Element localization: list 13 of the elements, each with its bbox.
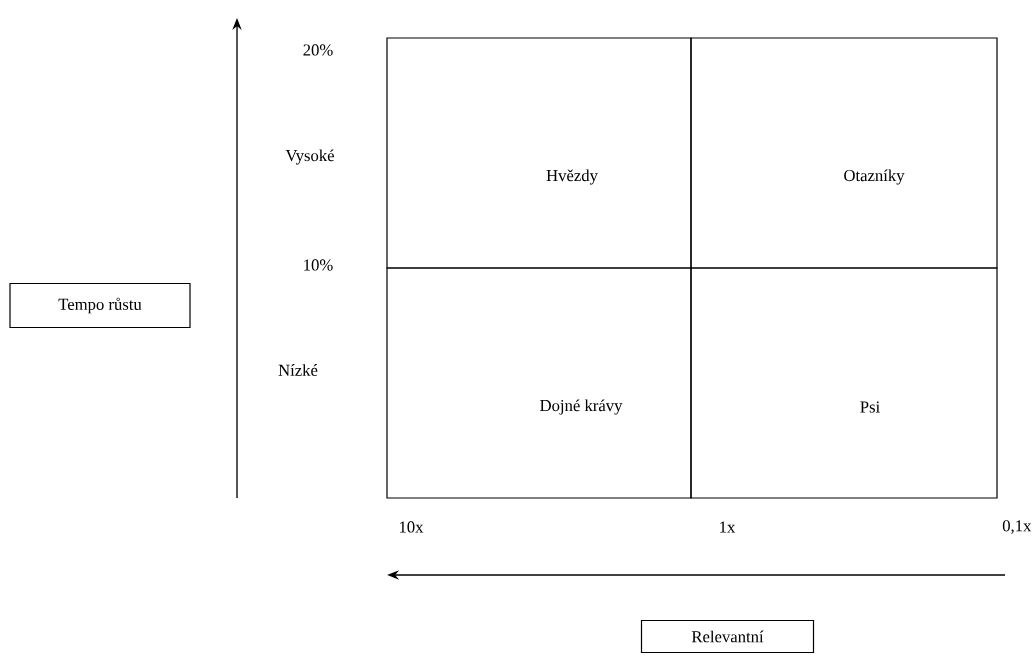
quadrant-cell: Hvězdy	[386, 37, 692, 269]
quadrant-cell: Dojné krávy	[386, 267, 692, 499]
axis-label: 20%	[303, 44, 333, 56]
axis-label: 10x	[399, 521, 424, 533]
axis-label: 1x	[720, 521, 736, 533]
axis-label: 10%	[304, 259, 333, 271]
axis-title-box: Relevantní	[640, 619, 815, 654]
quadrant-cell: Psi	[690, 267, 998, 499]
axis-label: 0,1x	[1002, 520, 1032, 534]
quadrant-cell: Otazníky	[690, 37, 998, 269]
axis-label: Nízké	[278, 364, 318, 376]
axis-label: Vysoké	[285, 149, 334, 165]
axis-title-box: Tempo růstu	[9, 282, 191, 329]
